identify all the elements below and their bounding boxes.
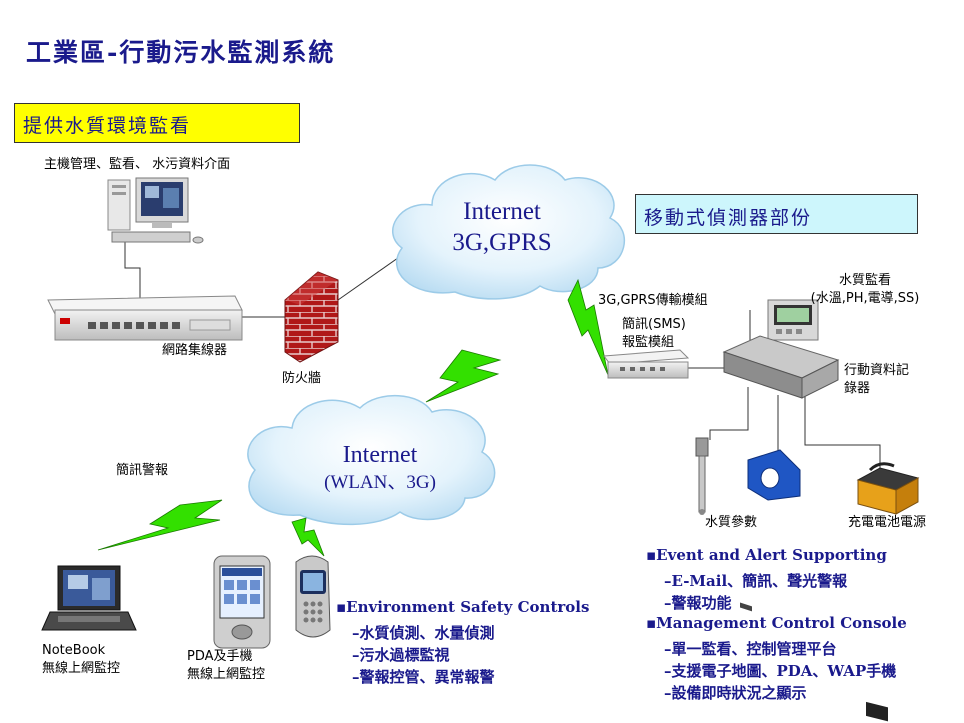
cloud-top-line1: Internet	[463, 198, 541, 225]
pda-label-2: 無線上網監控	[187, 667, 266, 682]
water-monitor-label-2: (水溫,PH,電導,SS)	[810, 291, 920, 306]
host-pc-label: 主機管理、監看、 水污資料介面	[44, 157, 231, 172]
pda-label-1: PDA及手機	[187, 649, 253, 664]
mobile-detector-section-box: 移動式偵測器部份	[635, 194, 918, 234]
cloud-bottom-text: Internet (WLAN、3G)	[290, 440, 470, 496]
monitoring-section-box: 提供水質環境監看	[14, 103, 300, 143]
mgmt-console-item: –支援電子地圖、PDA、WAP手機	[664, 662, 897, 680]
data-logger-label-1: 行動資料記	[844, 363, 910, 378]
lightning-icon	[567, 278, 609, 376]
cloud-icon	[247, 395, 496, 526]
mobile-detector-section-label: 移動式偵測器部份	[644, 207, 813, 229]
notebook-label-1: NoteBook	[42, 643, 106, 658]
logger-to-battery-line	[804, 395, 881, 470]
env-controls-item: –水質偵測、水量偵測	[352, 624, 495, 642]
event-alert-heading: ▪Event and Alert Supporting	[646, 546, 887, 564]
hub-label: 網路集線器	[162, 343, 228, 358]
event-alert-item: –警報功能	[664, 594, 732, 612]
env-controls-heading: ▪Environment Safety Controls	[336, 598, 590, 616]
cloud-top-text: Internet 3G,GPRS	[418, 197, 586, 259]
lightning-icon	[425, 349, 502, 403]
desktop-pc-icon	[107, 177, 204, 244]
battery-icon	[856, 462, 920, 722]
env-controls-item: –警報控管、異常報警	[352, 668, 495, 686]
data-logger-icon	[722, 335, 840, 612]
notebook-label-2: 無線上網監控	[42, 661, 121, 676]
mgmt-console-item: –設備即時狀況之顯示	[664, 684, 807, 702]
network-hub-icon	[47, 295, 243, 341]
lightning-icon	[291, 517, 325, 557]
mgmt-console-heading: ▪Management Control Console	[646, 614, 907, 632]
page-title: 工業區-行動污水監測系統	[26, 38, 336, 67]
cloud-top-line2: 3G,GPRS	[452, 229, 552, 256]
data-logger-label-2: 錄器	[844, 381, 871, 396]
water-monitor-icon	[767, 299, 819, 341]
laptop-icon	[41, 565, 137, 631]
pc-to-hub-line	[124, 242, 141, 300]
gprs-module-label: 3G,GPRS傳輸模組	[598, 293, 708, 308]
sms-module-label-2: 報監模組	[622, 335, 675, 350]
flow-sensor-icon	[747, 449, 801, 501]
env-controls-item: –污水過標監視	[352, 646, 450, 664]
pda-icon	[213, 555, 271, 649]
firewall-to-cloud-line	[337, 252, 406, 301]
event-alert-item: –E-Mail、簡訊、聲光警報	[664, 572, 848, 590]
logger-to-probe-line	[709, 387, 749, 440]
water-monitor-label-1: 水質監看	[838, 273, 891, 288]
lightning-icon	[97, 499, 223, 551]
water-params-label: 水質參數	[705, 515, 758, 530]
gprs-module-icon	[603, 349, 690, 379]
cloud-icon	[391, 164, 626, 300]
firewall-label: 防火牆	[282, 371, 322, 386]
battery-label: 充電電池電源	[848, 515, 927, 530]
mobile-phone-icon	[295, 555, 331, 638]
probe-sensor-icon	[695, 437, 709, 515]
sms-module-label-1: 簡訊(SMS)	[622, 317, 686, 332]
sms-alert-label: 簡訊警報	[116, 463, 169, 478]
firewall-icon	[284, 271, 339, 363]
cloud-bottom-line2: (WLAN、3G)	[324, 472, 436, 493]
cloud-bottom-line1: Internet	[342, 442, 418, 468]
mgmt-console-item: –單一監看、控制管理平台	[664, 640, 837, 658]
monitoring-section-label: 提供水質環境監看	[23, 115, 192, 137]
